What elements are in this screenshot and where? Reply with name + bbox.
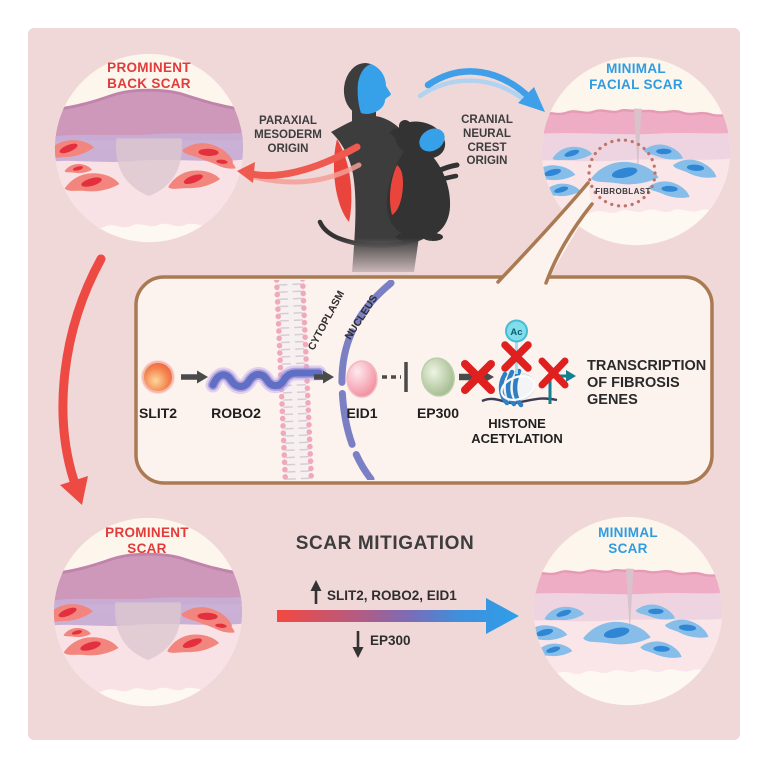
mouse-back-mesoderm-patch [389,165,403,215]
nuclear-envelope [338,280,395,480]
blocked-acetylation-x-icon [501,341,532,372]
signaling-pathway: CYTOPLASM NUCLEUS SLIT2 ROBO2 EID1 E [139,280,706,480]
prominent-scar-flow-arrow-icon [58,254,106,505]
mouse-head-neural-crest-patch [419,128,445,152]
mouse-silhouette [317,120,460,248]
transcription-label-line1: TRANSCRIPTION [587,358,706,374]
prominent-scar-title-line2: SCAR [127,541,166,556]
prominent-back-scar-title-line2: BACK SCAR [107,76,191,91]
down-arrow-icon [352,631,364,658]
mitigation-gradient-arrow-icon [277,598,519,634]
eid1-protein [346,360,378,398]
minimal-facial-scar-title-line2: FACIAL SCAR [589,77,683,92]
transcription-label-line2: OF FIBROSIS [587,375,680,391]
ep300-protein [421,357,455,397]
scar-mitigation-section: SCAR MITIGATION SLIT2, ROBO2, EID1 EP300 [277,533,519,658]
origin-left-line2: MESODERM [254,129,322,141]
downregulated-gene-label: EP300 [370,633,411,648]
blocked-transcription-x-icon [538,357,569,389]
transcription-label-line3: GENES [587,392,638,408]
minimal-facial-scar-inset: MINIMAL FACIAL SCAR [529,57,732,247]
origin-right-line2: NEURAL [463,128,511,140]
callout-line-right [544,202,594,285]
back-origin-arrow-icon [237,143,362,185]
origin-left-line3: ORIGIN [268,143,309,155]
prominent-scar-title-line1: PROMINENT [105,525,189,540]
eid1-label: EID1 [346,405,377,421]
up-arrow-icon [310,580,322,604]
upregulated-genes-label: SLIT2, ROBO2, EID1 [327,588,457,603]
fibroblast-label: FIBROBLAST [595,187,651,196]
minimal-scar-title-line2: SCAR [608,541,647,556]
origin-left-line1: PARAXIAL [259,115,317,127]
fibroblast-dotted-circle [587,138,657,208]
ep300-label: EP300 [417,405,459,421]
histone-acetylation-label-line2: ACETYLATION [471,431,562,446]
robo2-receptor [205,365,327,394]
cranial-neural-crest-origin-label: CRANIAL NEURAL CREST ORIGIN [461,114,513,167]
prominent-scar-inset: PROMINENT SCAR [41,518,244,708]
arrow-slit2-robo2-icon [181,370,208,384]
callout-line-left [496,181,590,284]
eid1-inhibits-ep300-icon [382,362,408,392]
minimal-scar-inset: MINIMAL SCAR [521,517,724,707]
human-face-neural-crest-patch [357,64,391,114]
paraxial-mesoderm-origin-label: PARAXIAL MESODERM ORIGIN [254,115,322,155]
minimal-scar-title-line1: MINIMAL [598,525,658,540]
scar-mitigation-title: SCAR MITIGATION [296,533,475,554]
slit2-ligand [141,360,175,394]
origin-right-line1: CRANIAL [461,114,513,126]
histone-acetylation-label-line1: HISTONE [488,416,546,431]
blocked-ep300-x-icon [461,360,495,394]
histone-nucleosome: Ac [481,319,558,408]
origin-right-line4: ORIGIN [467,155,508,167]
minimal-facial-scar-title-line1: MINIMAL [606,61,666,76]
acetyl-label: Ac [510,327,522,338]
prominent-back-scar-title-line1: PROMINENT [107,60,191,75]
acetyl-group [505,319,528,343]
face-origin-arrow-icon [417,68,545,112]
prominent-back-scar-inset: PROMINENT BACK SCAR [42,54,245,244]
arrow-robo2-nucleus-icon [314,370,334,384]
origin-right-line3: CREST [468,142,507,154]
robo2-label: ROBO2 [211,405,261,421]
slit2-label: SLIT2 [139,405,177,421]
